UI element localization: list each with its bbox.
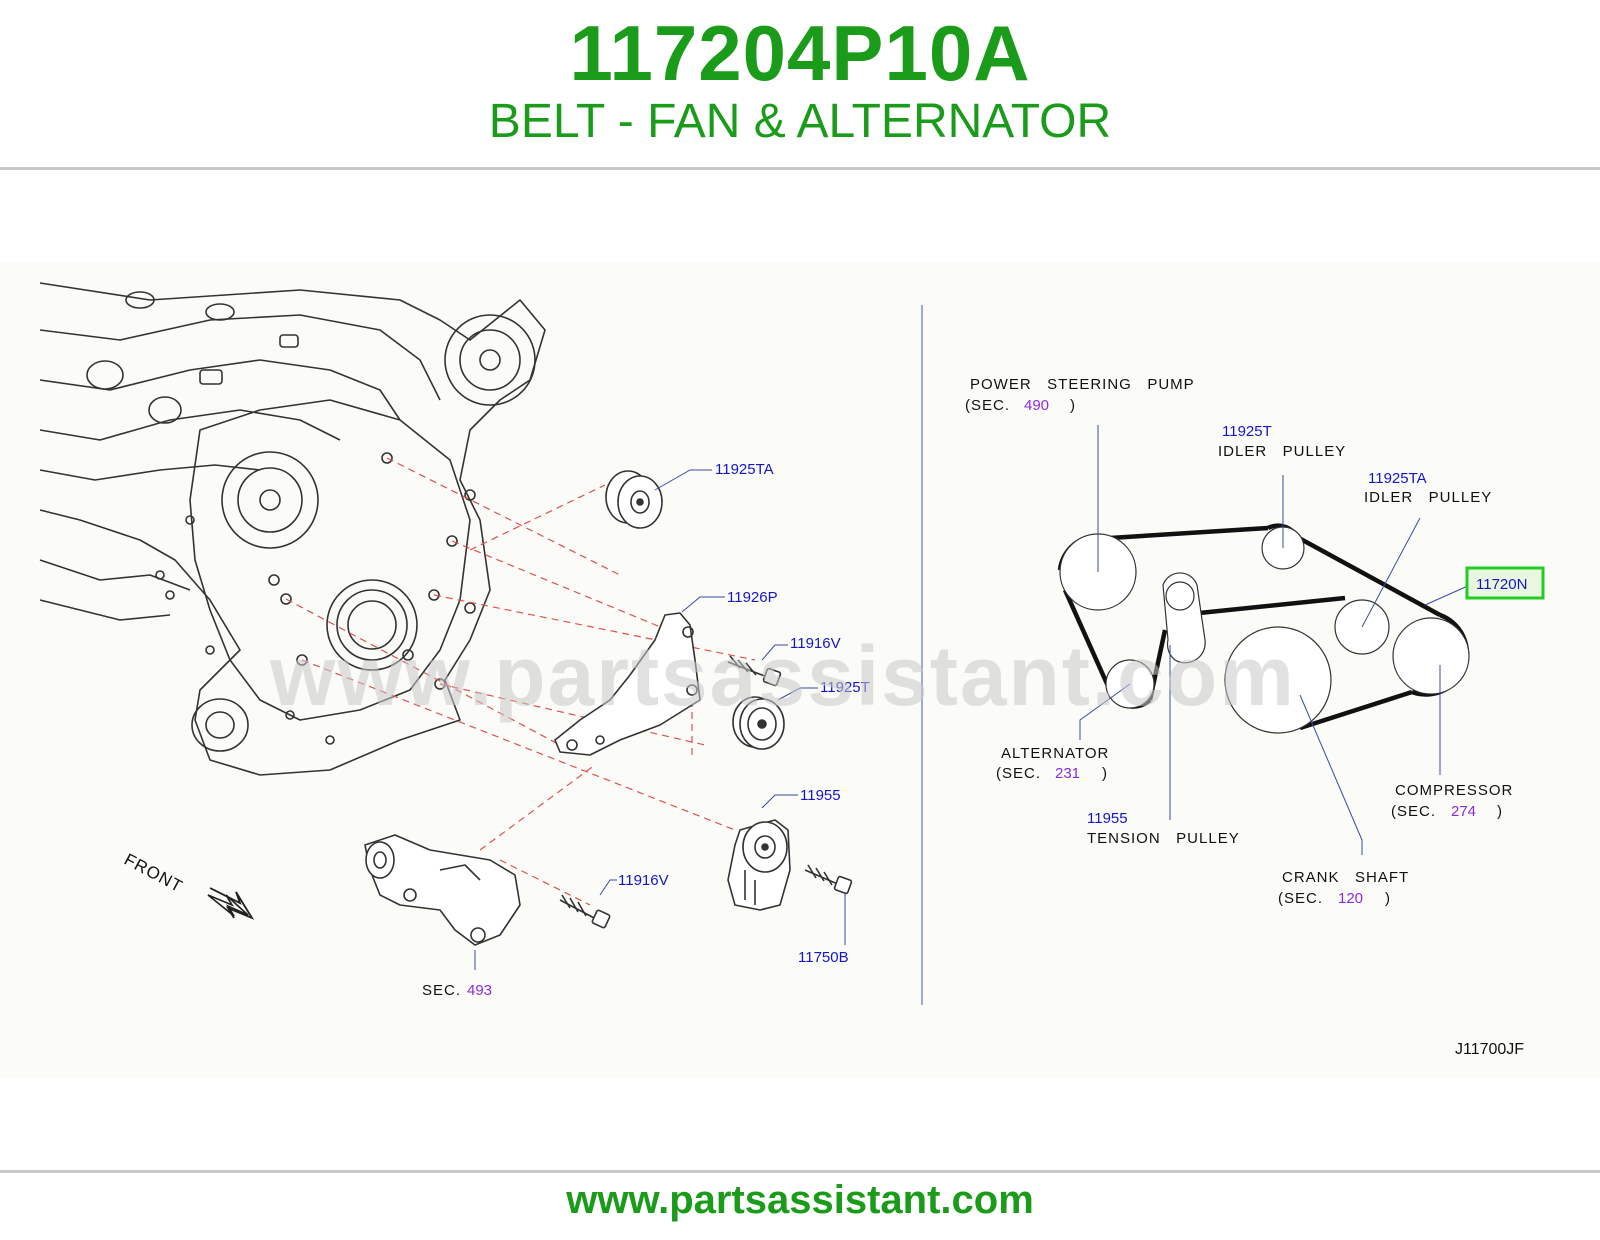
callout-11750b: 11750B (798, 949, 849, 966)
front-arrow: FRONT (121, 850, 255, 920)
bracket-sec493-drawing (364, 834, 521, 946)
footer-divider (0, 1170, 1600, 1173)
alternator-name: ALTERNATOR (1001, 745, 1109, 762)
crank-shaft-name: CRANK SHAFT (1282, 869, 1409, 886)
power-steering-sec-open: (SEC. (965, 397, 1010, 414)
compressor-sec-open: (SEC. (1391, 803, 1436, 820)
parts-diagram: FRONT 11925TA 11926P 11916V 11925T 11955… (39, 282, 1545, 1058)
footer-url[interactable]: www.partsassistant.com (566, 1178, 1034, 1222)
callout-11925t: 11925T (820, 679, 870, 696)
right-leader-lines (1079, 425, 1471, 855)
belt-part-highlight (1465, 566, 1545, 600)
compressor-name: COMPRESSOR (1395, 782, 1513, 799)
belt-part-number: 11720N (1476, 576, 1527, 593)
belt-routing-diagram: POWER STEERING PUMP (SEC. 490 ) 11925T I… (965, 376, 1545, 907)
bolt-11916v-upper-drawing (727, 655, 782, 687)
engine-block-illustration (39, 282, 546, 776)
arrow-icon (209, 887, 255, 920)
compressor-pulley (1392, 617, 1470, 695)
power-steering-sec-close: ) (1070, 397, 1076, 414)
bracket-11926p-drawing (554, 612, 701, 756)
power-steering-sec: 490 (1024, 397, 1049, 414)
crank-shaft-sec-open: (SEC. (1278, 890, 1323, 907)
idler-ta-part: 11925TA (1368, 470, 1427, 487)
idler-pulley-11925ta-drawing (605, 470, 663, 529)
compressor-sec-close: ) (1497, 803, 1503, 820)
idler-t-part: 11925T (1222, 423, 1272, 440)
crank-shaft-sec-close: ) (1385, 890, 1391, 907)
bolt-11750b-drawing (804, 864, 853, 895)
callout-11916v-lower: 11916V (618, 872, 669, 889)
callout-11955: 11955 (800, 787, 841, 804)
alternator-sec-close: ) (1102, 765, 1108, 782)
exploded-parts (364, 470, 853, 946)
front-label: FRONT (121, 850, 186, 897)
part-name-subtitle: BELT - FAN & ALTERNATOR (488, 95, 1112, 148)
callout-11916v-upper: 11916V (790, 635, 841, 652)
bolt-11916v-lower-drawing (559, 894, 611, 929)
crank-shaft-sec: 120 (1338, 890, 1363, 907)
alternator-sec-open: (SEC. (996, 765, 1041, 782)
diagram-panel: FRONT 11925TA 11926P 11916V 11925T 11955… (0, 263, 1600, 1078)
left-callouts: 11925TA 11926P 11916V 11925T 11955 11916… (422, 461, 870, 999)
alternator-sec: 231 (1055, 765, 1080, 782)
watermark: www.partsassistant.com (269, 629, 1296, 723)
tension-pulley (1165, 581, 1195, 611)
tension-pulley-name: TENSION PULLEY (1087, 830, 1240, 847)
tension-pulley-part: 11955 (1087, 810, 1128, 827)
callout-11925ta: 11925TA (715, 461, 774, 478)
idler-pulley-11925t-drawing (732, 696, 785, 750)
left-leader-lines (474, 469, 846, 970)
header: 117204P10A BELT - FAN & ALTERNATOR (0, 0, 1600, 170)
header-divider (0, 167, 1600, 170)
callout-11926p: 11926P (727, 589, 778, 606)
idler-ta-name: IDLER PULLEY (1364, 489, 1492, 506)
tensioner-11955-drawing (727, 819, 791, 911)
callout-sec-label: SEC. (422, 982, 461, 999)
assembly-dash-lines (285, 457, 756, 906)
power-steering-name: POWER STEERING PUMP (970, 376, 1195, 393)
idler-t-name: IDLER PULLEY (1218, 443, 1346, 460)
diagram-code: J11700JF (1455, 1041, 1524, 1058)
part-number-title: 117204P10A (569, 9, 1031, 97)
callout-sec-493: 493 (467, 982, 492, 999)
compressor-sec: 274 (1451, 803, 1476, 820)
